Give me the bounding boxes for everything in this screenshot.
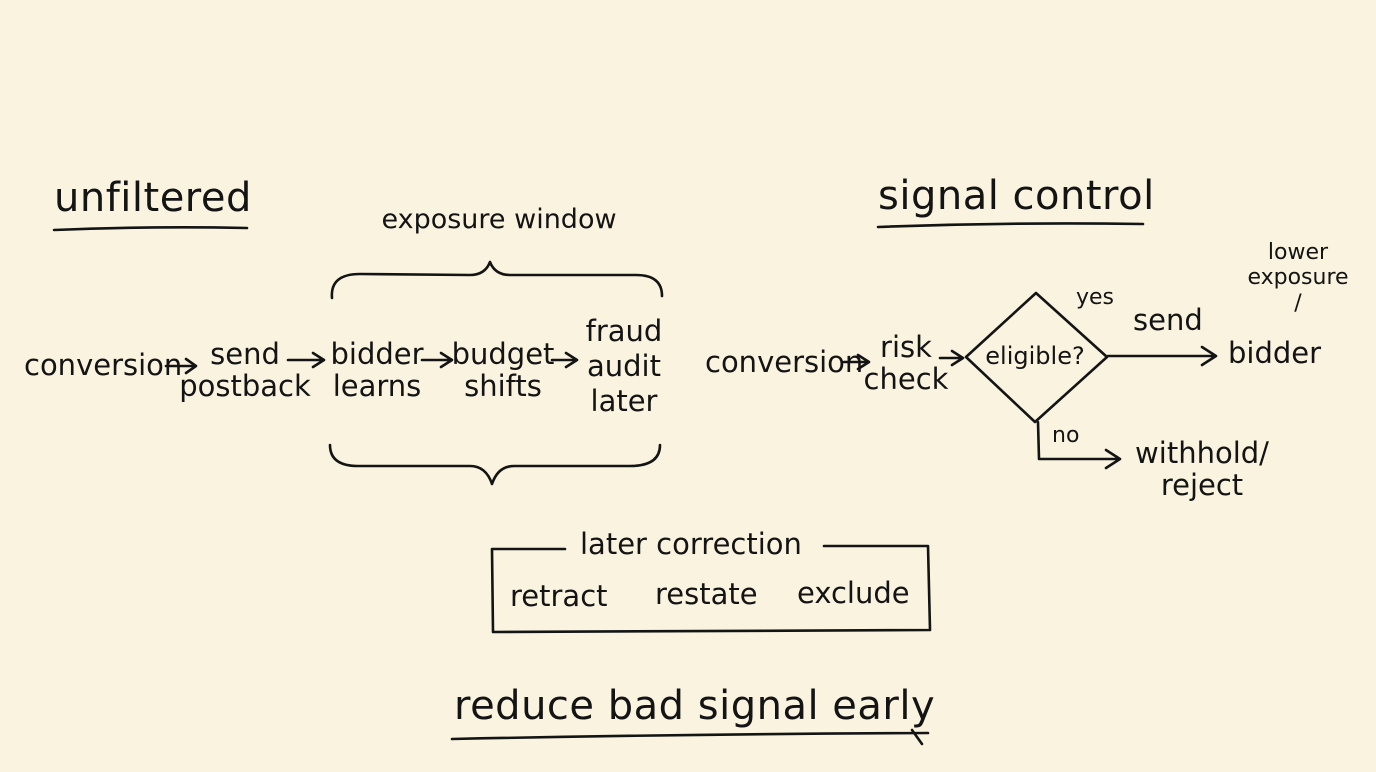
- action-retract: retract: [510, 579, 608, 613]
- bidder-node: bidder: [1228, 336, 1322, 370]
- step-fraud-audit-later: fraud audit later: [585, 314, 663, 418]
- action-restate: restate: [655, 577, 758, 611]
- correction-box: [490, 544, 932, 634]
- arrow-no-withhold: [1036, 420, 1122, 470]
- yes-label: yes: [1076, 285, 1115, 310]
- footer-caption: reduce bad signal early: [454, 683, 936, 729]
- arrow-conversion-risk: [842, 353, 871, 371]
- unfiltered-underline: [52, 226, 249, 232]
- withhold-reject: withhold/ reject: [1135, 436, 1269, 503]
- eligible-label: eligible?: [985, 342, 1085, 370]
- bottom-brace: [328, 443, 662, 486]
- step-conversion: conversion: [24, 348, 183, 382]
- arrow-yes-bidder: [1106, 345, 1218, 367]
- unfiltered-title: unfiltered: [54, 175, 252, 221]
- action-exclude: exclude: [797, 576, 910, 610]
- risk-check: risk check: [863, 330, 949, 397]
- arrow-risk-eligible: [938, 349, 965, 367]
- arrow-send-bidder: [286, 351, 326, 369]
- arrow-budget-fraud: [550, 351, 579, 369]
- footer-y-tail: [910, 728, 924, 746]
- no-label: no: [1052, 423, 1080, 448]
- arrow-bidder-budget: [420, 351, 454, 369]
- signal-control-title: signal control: [878, 173, 1155, 219]
- later-correction-title: later correction: [580, 527, 802, 561]
- step-send-postback: send postback: [179, 337, 311, 404]
- sc-conversion: conversion: [705, 345, 864, 379]
- footer-underline: [450, 731, 930, 741]
- arrow-conversion-send: [164, 357, 198, 375]
- signal-control-underline: [876, 222, 1145, 229]
- send-label: send: [1133, 303, 1203, 337]
- eligible-diamond: [964, 291, 1109, 424]
- top-brace: [330, 260, 664, 300]
- step-bidder-learns: bidder learns: [330, 337, 424, 404]
- step-budget-shifts: budget shifts: [451, 337, 555, 404]
- exposure-window-label: exposure window: [381, 204, 617, 235]
- lower-exposure-note: lower exposure /: [1247, 240, 1349, 316]
